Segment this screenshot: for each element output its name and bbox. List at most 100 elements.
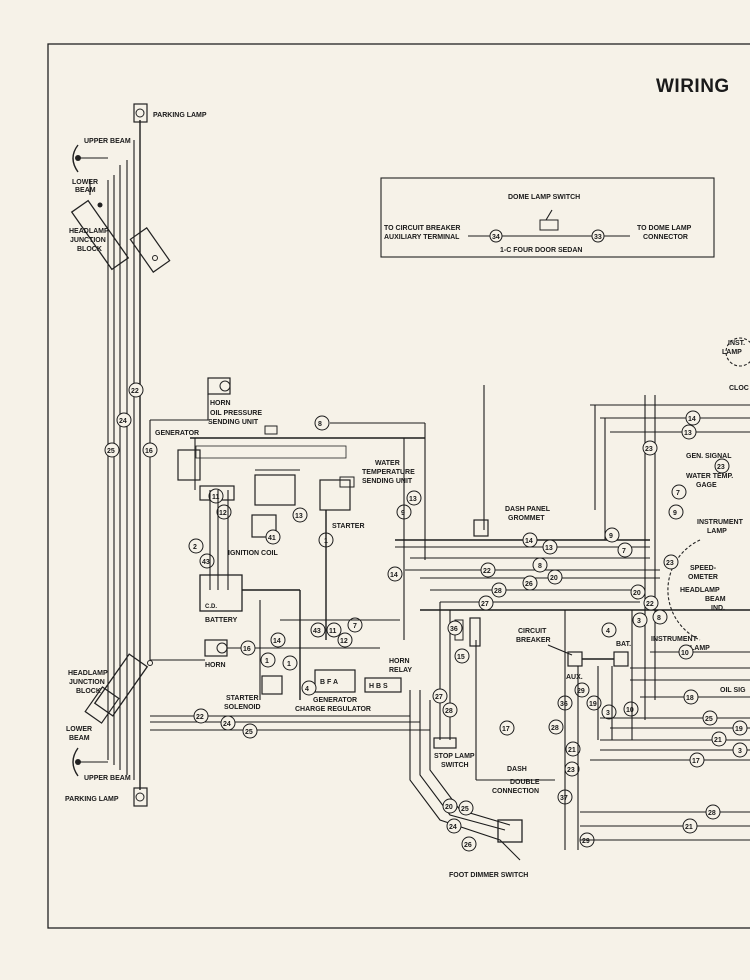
page-title: WIRING <box>656 76 730 97</box>
starter-solenoid-label-2: SOLENOID <box>224 704 261 711</box>
wire-number-20b: 20 <box>445 804 453 811</box>
hl-junction-top-label-2: JUNCTION <box>70 237 106 244</box>
wire-number-25b: 25 <box>245 729 253 736</box>
wire-number-9: 9 <box>401 510 405 517</box>
instrument-lamp-label-2: LAMP <box>707 528 727 535</box>
wire-number-17: 17 <box>502 726 510 733</box>
wire-number-28: 28 <box>494 588 502 595</box>
wire-number-4: 4 <box>305 686 309 693</box>
generator-label: GENERATOR <box>155 430 199 437</box>
hl-junction-top-label-3: BLOCK <box>77 246 102 253</box>
circuit-breaker-label-2: BREAKER <box>516 637 551 644</box>
wire-number-36b: 36 <box>560 701 568 708</box>
upper-beam-top-label: UPPER BEAM <box>84 138 131 145</box>
double-connection-label-2: CONNECTION <box>492 788 539 795</box>
foot-dimmer-switch: 20 25 24 26 FOOT DIMMER SWITCH <box>409 690 528 879</box>
inst-lamp-label-1: INST. <box>728 340 745 347</box>
wire-number-3: 3 <box>606 710 610 717</box>
wire-number-18: 18 <box>686 695 694 702</box>
wire-number-11: 11 <box>212 494 220 501</box>
lower-beam-bot-label-1: LOWER <box>66 726 92 733</box>
wire-number-23: 23 <box>567 767 575 774</box>
gen-signal-label: GEN. SIGNAL <box>686 453 732 460</box>
headlamp-bottom: LOWER BEAM UPPER BEAM PARKING LAMP <box>65 726 148 807</box>
wire-number-1b: 1 <box>265 658 269 665</box>
wire-number-1c: 1 <box>287 661 291 668</box>
circuit-breaker: CIRCUIT BREAKER AUX. BAT. 4 29 19 3 10 3… <box>516 610 639 850</box>
double-connection-label-1: DOUBLE <box>510 779 540 786</box>
bat-label: BAT. <box>616 641 631 648</box>
wire-number-4b: 4 <box>606 628 610 635</box>
hl-beam-ind-label-3: IND. <box>711 605 725 612</box>
speedometer-label-1: SPEED- <box>690 565 717 572</box>
speedometer-label-2: OMETER <box>688 574 718 581</box>
wire-number-24c: 24 <box>449 824 457 831</box>
dome-switch-label: DOME LAMP SWITCH <box>508 194 580 201</box>
wire-number-29b: 29 <box>582 838 590 845</box>
wire-number-7c: 7 <box>676 490 680 497</box>
wire-number-43b: 43 <box>313 628 321 635</box>
wire-number-2: 2 <box>193 544 197 551</box>
hl-junction-bot-label-2: JUNCTION <box>69 679 105 686</box>
wire-number-14d: 14 <box>688 416 696 423</box>
foot-dimmer-label: FOOT DIMMER SWITCH <box>449 872 528 879</box>
horn-top: HORN <box>150 377 231 421</box>
dash-panel-label-1: DASH PANEL <box>505 506 551 513</box>
wire-number-12b: 12 <box>340 638 348 645</box>
wire-number-13b: 13 <box>409 496 417 503</box>
wire-number-13d: 13 <box>684 430 692 437</box>
horn-relay: H B S HORN RELAY <box>364 658 412 693</box>
wire-number-19b: 19 <box>735 726 743 733</box>
wire-number-34: 34 <box>492 234 500 241</box>
horn-relay-terminals: H B S <box>369 683 388 690</box>
wire-number-16b: 16 <box>243 646 251 653</box>
wire-number-16: 16 <box>145 448 153 455</box>
parking-lamp-top: PARKING LAMP <box>133 103 207 123</box>
wire-number-24b: 24 <box>223 721 231 728</box>
right-harness: 10 18 25 21 17 28 21 19 3 <box>580 644 750 841</box>
hl-junction-bot-label-3: BLOCK <box>76 688 101 695</box>
hl-beam-ind-label-1: HEADLAMP <box>680 587 720 594</box>
wire-number-3b: 3 <box>637 618 641 625</box>
parking-lamp-top-label: PARKING LAMP <box>153 112 207 119</box>
wire-number-7: 7 <box>353 623 357 630</box>
wire-number-9c: 9 <box>673 510 677 517</box>
battery: C.D. BATTERY <box>199 574 300 624</box>
inset-right-label-2: CONNECTOR <box>643 234 688 241</box>
wire-number-28d: 28 <box>708 810 716 817</box>
wire-number-14c: 14 <box>525 538 533 545</box>
wire-number-26b: 26 <box>464 842 472 849</box>
wire-number-7b: 7 <box>622 548 626 555</box>
starter-label: STARTER <box>332 523 365 530</box>
wire-number-28c: 28 <box>551 725 559 732</box>
wire-number-21: 21 <box>568 747 576 754</box>
wire-number-8c: 8 <box>657 615 661 622</box>
gen-reg-label-2: CHARGE REGULATOR <box>295 706 371 713</box>
headlamp-top: UPPER BEAM LOWER BEAM <box>72 138 131 195</box>
wire-number-21c: 21 <box>685 824 693 831</box>
inset-caption: 1-C FOUR DOOR SEDAN <box>500 247 582 254</box>
wire-number-13: 13 <box>295 513 303 520</box>
wire-number-25c: 25 <box>461 806 469 813</box>
wire-number-25d: 25 <box>705 716 713 723</box>
wire-number-23d: 23 <box>666 560 674 567</box>
stop-lamp-label-1: STOP LAMP <box>434 753 475 760</box>
wire-number-27b: 27 <box>435 694 443 701</box>
stop-lamp-switch: 36 15 27 28 STOP LAMP SWITCH <box>432 602 481 769</box>
wire-number-27: 27 <box>481 601 489 608</box>
inset-right-label-1: TO DOME LAMP <box>637 225 692 232</box>
wire-number-41: 41 <box>268 535 276 542</box>
stop-lamp-label-2: SWITCH <box>441 762 469 769</box>
wire-number-23c: 23 <box>717 464 725 471</box>
hl-junction-top-label-1: HEADLAMP <box>69 228 109 235</box>
left-harness <box>107 120 205 790</box>
hl-junction-bot-label-1: HEADLAMP <box>68 670 108 677</box>
engine-compartment: OIL PRESSURE SENDING UNIT GENERATOR STAR… <box>155 410 426 640</box>
battery-label: BATTERY <box>205 617 238 624</box>
hl-beam-ind-label-2: BEAM <box>705 596 726 603</box>
wire-number-22c: 22 <box>483 568 491 575</box>
wire-number-29: 29 <box>577 688 585 695</box>
wire-number-17b: 17 <box>692 758 700 765</box>
parking-lamp-bot-label: PARKING LAMP <box>65 796 119 803</box>
water-gage-label-1: WATER TEMP. <box>686 473 733 480</box>
